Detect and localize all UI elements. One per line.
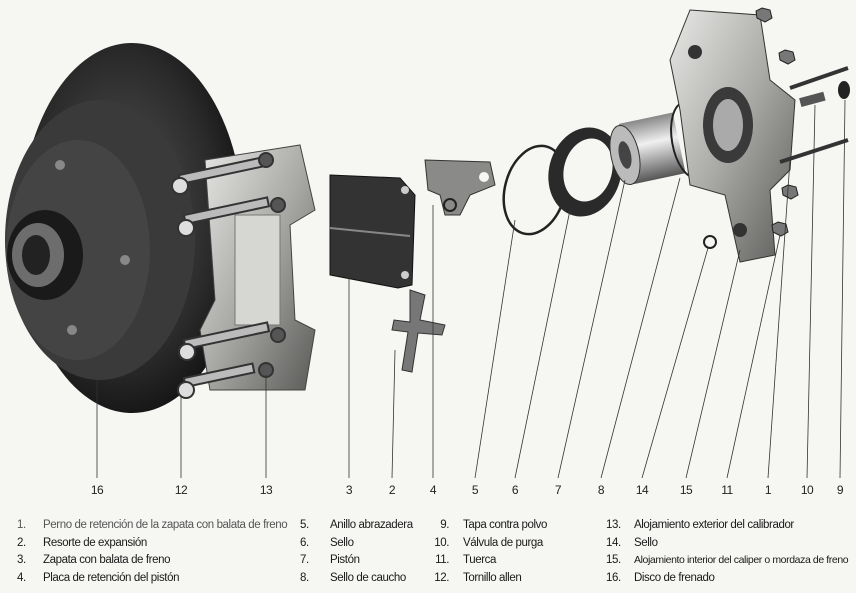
callout-15: 15 [679, 483, 693, 497]
small-seal [703, 235, 717, 249]
expansion-spring [391, 289, 446, 373]
legend-number: 10. [434, 536, 449, 549]
legend-text: Tuerca [463, 554, 496, 566]
legend-item: 3. Zapata con balata de freno [0, 552, 287, 570]
legend-number: 8. [300, 571, 309, 584]
callout-3: 3 [345, 483, 353, 497]
callout-10: 10 [800, 483, 814, 497]
legend-text: Zapata con balata de freno [43, 554, 171, 566]
legend-number: 13. [606, 519, 621, 531]
legend-text: Alojamiento exterior del calibrador [634, 519, 794, 531]
leader-lines [96, 99, 846, 479]
inner-caliper-housing [669, 9, 796, 263]
callout-1: 1 [764, 483, 772, 497]
legend-item: 15. Alojamiento interior del caliper o mo… [606, 552, 849, 570]
legend-text: Válvula de purga [463, 536, 543, 549]
legend-item: 9. Tapa contra polvo [425, 517, 547, 535]
callout-5: 5 [471, 483, 479, 497]
legend-item: 6. Sello [300, 535, 413, 553]
legend-text: Sello [634, 536, 658, 549]
legend-item: 4. Placa de retención del pistón [0, 570, 287, 588]
outer-caliper-housing [199, 144, 316, 391]
seal [548, 127, 622, 217]
legend-item: 2. Resorte de expansión [0, 535, 287, 553]
legend-text: Tapa contra polvo [463, 519, 547, 531]
callout-6: 6 [511, 483, 519, 497]
brake-pads [329, 174, 416, 289]
legend-number: 3. [17, 554, 26, 566]
legend-number: 12. [434, 571, 449, 584]
legend-text: Tornillo allen [463, 571, 522, 584]
callout-8: 8 [597, 483, 605, 497]
legend-item: 12. Tornillo allen [425, 570, 547, 588]
legend-number: 9. [440, 519, 449, 531]
callout-2: 2 [388, 483, 396, 497]
legend-text: Sello [330, 536, 354, 549]
legend-number: 16. [606, 571, 621, 584]
legend-number: 11. [435, 554, 449, 566]
piston-retaining-plate [424, 159, 496, 216]
legend-column-1: 1. Perno de retención de la zapata con ba… [0, 517, 288, 588]
nuts [755, 7, 799, 237]
legend-number: 7. [300, 554, 309, 566]
legend-column-4: 13. Alojamiento exterior del calibrador 1… [606, 517, 849, 588]
legend-text: Resorte de expansión [43, 536, 147, 549]
legend-text: Sello de caucho [330, 571, 406, 584]
callout-7: 7 [554, 483, 562, 497]
legend-number: 15. [606, 554, 621, 566]
legend-item: 8. Sello de caucho [300, 570, 413, 588]
legend-text: Disco de frenado [634, 571, 715, 584]
callout-9: 9 [836, 483, 844, 497]
bleed-valve [799, 91, 826, 107]
legend-item: 10. Válvula de purga [425, 535, 547, 553]
legend-number: 4. [17, 571, 26, 584]
brake-caliper-exploded-diagram [5, 7, 850, 479]
legend-text: Perno de retención de la zapata con bala… [43, 519, 288, 531]
legend-item: 1. Perno de retención de la zapata con ba… [0, 517, 288, 535]
legend-number: 6. [300, 536, 309, 549]
callout-12: 12 [174, 483, 188, 497]
legend-item: 7. Pistón [300, 552, 413, 570]
callout-16: 16 [90, 483, 104, 497]
callout-13: 13 [259, 483, 273, 497]
legend-item: 11. Tuerca [425, 552, 547, 570]
legend-text: Placa de retención del pistón [43, 571, 180, 584]
allen-bolts [171, 152, 286, 399]
legend-item: 16. Disco de frenado [606, 570, 848, 588]
legend-text: Pistón [330, 554, 360, 566]
legend-item: 5. Anillo abrazadera [300, 517, 413, 535]
legend-column-2: 5. Anillo abrazadera 6. Sello 7. Pistón 8. S… [300, 517, 413, 587]
legend-number: 1. [17, 519, 26, 531]
legend-text: Anillo abrazadera [330, 519, 413, 531]
legend-text: Alojamiento interior del caliper o morda… [634, 554, 849, 566]
dust-cap [838, 81, 850, 99]
legend-item: 14. Sello [606, 535, 848, 553]
legend-number: 5. [300, 519, 309, 531]
callout-4: 4 [429, 483, 437, 497]
piston [609, 112, 686, 185]
callout-11: 11 [721, 483, 733, 497]
legend-item: 13. Alojamiento exterior del calibrador [606, 517, 848, 535]
brake-disc [5, 43, 244, 413]
legend-number: 2. [17, 536, 26, 549]
legend-column-3: 9.Tapa contra polvo 10.Válvula de purga … [425, 517, 547, 587]
callout-14: 14 [635, 483, 649, 497]
legend-number: 14. [606, 536, 621, 549]
